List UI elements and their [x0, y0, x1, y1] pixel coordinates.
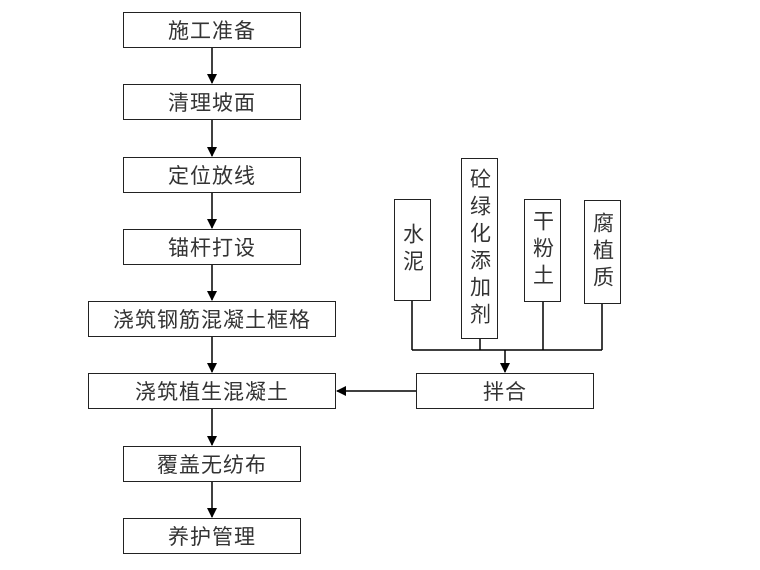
mix-box: 拌合: [416, 373, 594, 409]
step-anchor-drilling: 锚杆打设: [123, 229, 301, 265]
step-pour-frame: 浇筑钢筋混凝土框格: [88, 301, 336, 337]
step-positioning: 定位放线: [123, 157, 301, 193]
step-cover-nonwoven: 覆盖无纺布: [123, 446, 301, 482]
step-clear-slope: 清理坡面: [123, 84, 301, 120]
material-greening-additive: 砼绿化添加剂: [461, 158, 498, 339]
material-dry-soil: 干粉土: [524, 199, 561, 302]
step-pour-vegetation-concrete: 浇筑植生混凝土: [88, 373, 336, 409]
material-cement: 水泥: [394, 199, 431, 301]
material-humus: 腐植质: [584, 200, 621, 304]
step-construction-prep: 施工准备: [123, 12, 301, 48]
step-maintenance: 养护管理: [123, 518, 301, 554]
